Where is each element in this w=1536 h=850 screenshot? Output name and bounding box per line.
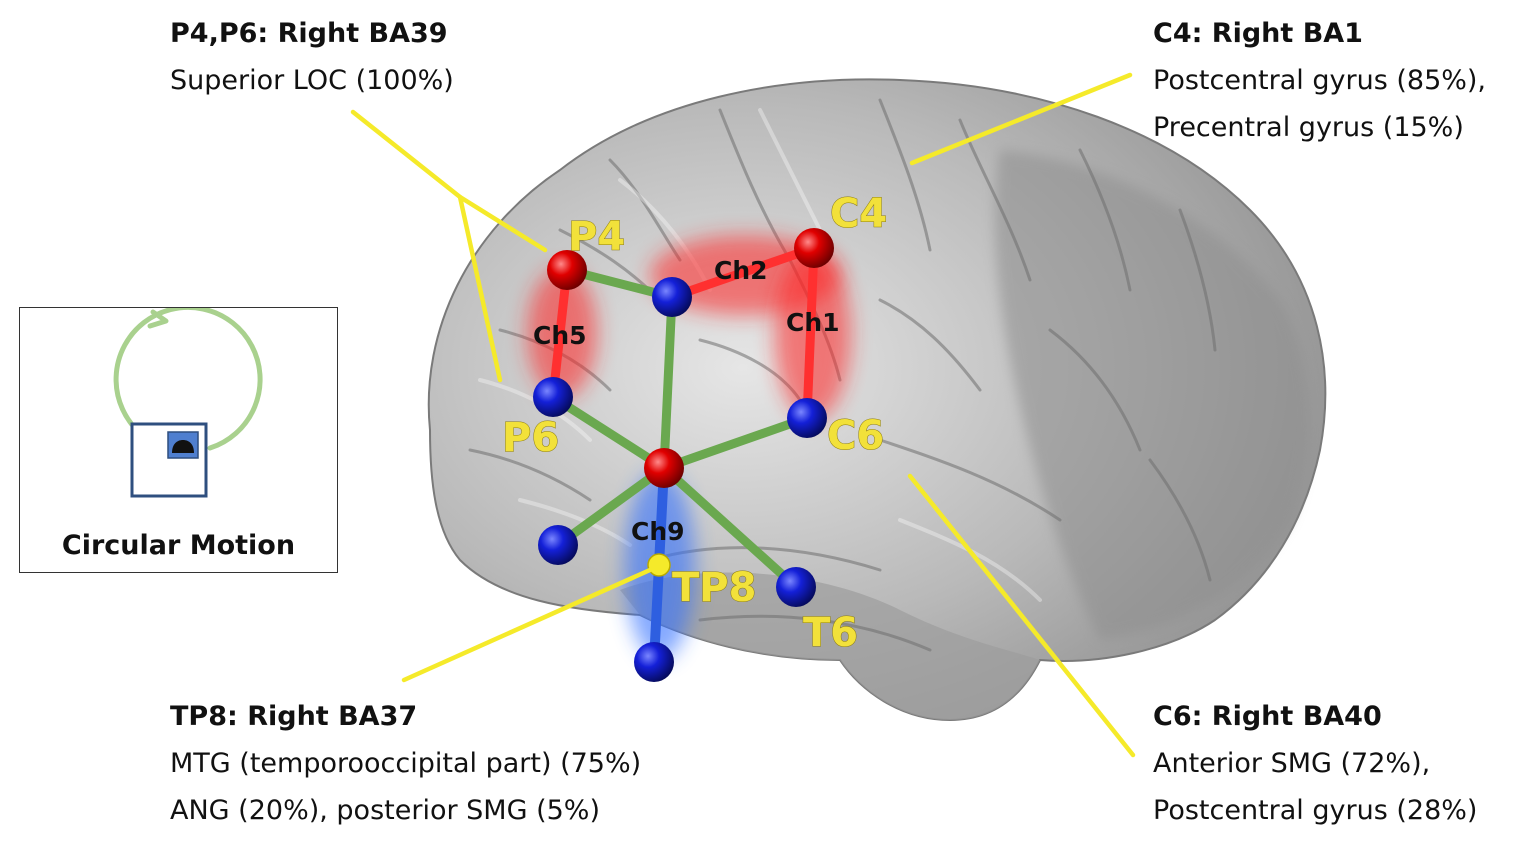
annotation-c4-line1: Postcentral gyrus (85%), <box>1153 65 1487 96</box>
leader-c6 <box>907 473 1136 758</box>
optode-detector-top <box>652 277 692 317</box>
annotation-tp8-line2: ANG (20%), posterior SMG (5%) <box>170 795 600 826</box>
leader-p4p6-b <box>457 194 548 253</box>
circular-motion-icon <box>113 308 263 498</box>
electrode-label-tp8: TP8 <box>672 565 756 611</box>
link-p6-center <box>548 392 669 473</box>
channel-label-ch9: Ch9 <box>631 517 685 546</box>
link-ch5 <box>548 265 572 402</box>
optode-p4 <box>547 250 587 290</box>
leader-tp8 <box>401 567 653 683</box>
annotation-c6-line1: Anterior SMG (72%), <box>1153 748 1431 779</box>
annotation-p4p6: P4,P6: Right BA39 Superior LOC (100%) <box>170 10 454 104</box>
link-ch2 <box>667 243 819 302</box>
electrode-label-p4: P4 <box>568 214 625 260</box>
electrode-labels: P4 C4 P6 C6 TP8 T6 <box>502 191 888 657</box>
annotation-tp8-line1: MTG (temporooccipital part) (75%) <box>170 748 642 779</box>
annotation-c6-title: C6: Right BA40 <box>1153 701 1382 732</box>
electrode-label-t6: T6 <box>803 610 858 656</box>
electrode-label-c6: C6 <box>827 413 884 459</box>
optodes <box>533 228 834 682</box>
leader-lines <box>350 72 1136 758</box>
leader-c4 <box>909 72 1133 166</box>
optode-center <box>644 448 684 488</box>
annotation-tp8: TP8: Right BA37 MTG (temporooccipital pa… <box>170 693 641 834</box>
link-center-t6 <box>659 463 801 592</box>
leader-p4p6-c <box>457 194 503 383</box>
leader-p4p6-a <box>350 109 463 200</box>
annotation-c4-title: C4: Right BA1 <box>1153 18 1363 49</box>
circular-motion-inset: Circular Motion <box>19 307 338 573</box>
electrode-label-c4: C4 <box>830 191 887 237</box>
electrode-label-p6: P6 <box>502 415 559 461</box>
annotation-p4p6-line1: Superior LOC (100%) <box>170 65 454 96</box>
link-center-left <box>553 463 669 550</box>
link-detector-center <box>659 292 677 473</box>
link-c6-center <box>659 413 812 473</box>
channel-label-ch1: Ch1 <box>786 308 840 337</box>
optode-p6 <box>533 377 573 417</box>
channel-labels: Ch2 Ch1 Ch5 Ch9 <box>533 256 840 546</box>
optode-c6 <box>787 398 827 438</box>
annotation-p4p6-title: P4,P6: Right BA39 <box>170 18 448 49</box>
optode-c4 <box>794 228 834 268</box>
optode-bottom <box>634 642 674 682</box>
circular-motion-label: Circular Motion <box>61 530 296 561</box>
channel-links <box>548 243 819 667</box>
annotation-c4-line2: Precentral gyrus (15%) <box>1153 112 1464 143</box>
channel-label-ch5: Ch5 <box>533 321 587 350</box>
annotation-c4: C4: Right BA1 Postcentral gyrus (85%), P… <box>1153 10 1486 151</box>
optode-t6 <box>776 567 816 607</box>
link-ch1 <box>802 243 819 423</box>
optode-left-lower <box>538 525 578 565</box>
annotation-c6-line2: Postcentral gyrus (28%) <box>1153 795 1478 826</box>
channel-label-ch2: Ch2 <box>714 256 768 285</box>
annotation-c6: C6: Right BA40 Anterior SMG (72%), Postc… <box>1153 693 1477 834</box>
tp8-marker <box>647 553 671 577</box>
annotation-tp8-title: TP8: Right BA37 <box>170 701 418 732</box>
